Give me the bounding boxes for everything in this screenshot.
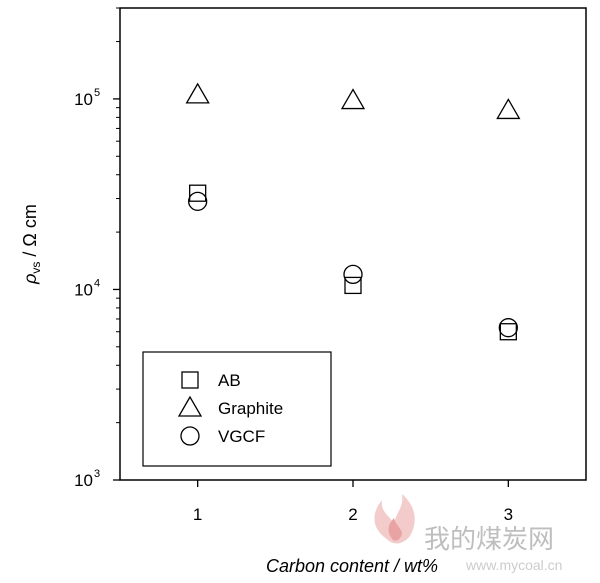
- x-tick-label: 1: [193, 505, 202, 524]
- legend-marker-graphite: [177, 395, 203, 417]
- y-tick-label: 10: [74, 471, 93, 490]
- watermark-text: 我的煤炭网: [424, 525, 554, 555]
- y-tick-exponent: 3: [94, 468, 100, 480]
- y-axis-unit: / Ω cm: [20, 204, 40, 261]
- graphite-point: [185, 82, 210, 104]
- y-tick-label: 10: [74, 90, 93, 109]
- vgcf-point: [188, 191, 208, 211]
- watermark-url: www.mycoal.cn: [465, 557, 562, 573]
- y-tick-label: 10: [74, 280, 93, 299]
- graphite-point: [496, 98, 521, 120]
- legend-box: [142, 351, 332, 467]
- legend-label-graphite: Graphite: [218, 399, 283, 418]
- legend-label-vgcf: VGCF: [218, 427, 265, 446]
- legend-marker-vgcf: [180, 426, 200, 446]
- x-tick-label: 3: [504, 505, 513, 524]
- x-tick-label: 2: [348, 505, 357, 524]
- watermark: 我的煤炭网 www.mycoal.cn: [374, 494, 562, 573]
- legend-label-ab: AB: [218, 371, 241, 390]
- vgcf-point: [343, 264, 363, 285]
- ab-point: [189, 184, 207, 202]
- flame-logo-icon: [374, 494, 415, 544]
- vgcf-point: [498, 318, 518, 338]
- graphite-point: [340, 88, 366, 110]
- x-axis-title: Carbon content / wt%: [266, 556, 438, 576]
- y-tick-exponent: 5: [94, 87, 100, 99]
- data-points: [185, 82, 521, 341]
- x-axis-ticks: 1 2 3: [193, 480, 513, 524]
- y-axis-subscript: vs: [29, 262, 43, 274]
- y-axis-symbol: ρ: [20, 274, 40, 285]
- legend-marker-ab: [181, 371, 199, 389]
- y-axis-title: ρvs / Ω cm: [20, 204, 43, 285]
- ab-point: [344, 276, 362, 295]
- y-tick-exponent: 4: [94, 277, 100, 289]
